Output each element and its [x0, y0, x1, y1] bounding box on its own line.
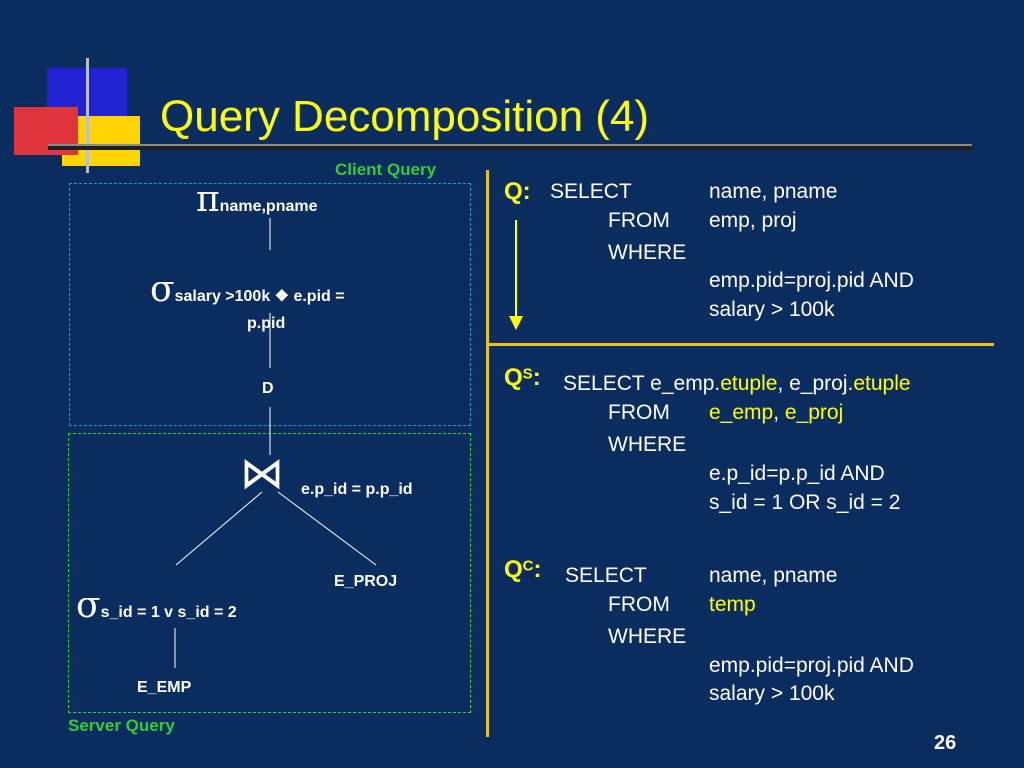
query-q-where-kw: WHERE	[608, 241, 687, 264]
query-qs-sup: S	[522, 365, 533, 383]
query-qs-where-val1: e.p_id=p.p_id AND	[709, 462, 885, 485]
e-emp-relation: E_EMP	[137, 679, 192, 696]
query-qc-select-val: name, pname	[709, 564, 838, 587]
query-qs-select-p3: , e_proj.	[777, 372, 854, 395]
query-q-where-val1: emp.pid=proj.pid AND	[709, 269, 914, 292]
query-qc-select-kw: SELECT	[565, 564, 647, 587]
query-q: Q: SELECT name, pname FROM emp, proj WHE…	[504, 178, 1004, 338]
query-q-where-val2: salary > 100k	[709, 298, 835, 321]
horizontal-divider	[488, 343, 994, 346]
edge-join-left	[175, 491, 263, 566]
logo-horizontal-line	[48, 146, 972, 150]
title-underline	[48, 144, 972, 146]
query-q-from-val: emp, proj	[709, 209, 797, 232]
client-query-label: Client Query	[335, 160, 437, 179]
query-qs-select-kw: SELECT	[563, 372, 645, 395]
query-qs-from: e_emp, e_proj	[709, 402, 843, 423]
join-icon: ⋈	[240, 448, 284, 499]
sigma-symbol-2: σ	[76, 585, 101, 626]
server-query-label: Server Query	[68, 716, 175, 735]
query-qs-from-p1: e_emp	[709, 401, 774, 424]
query-qs-select-p2: etuple	[720, 372, 778, 395]
edge-join-right	[277, 491, 377, 566]
selection-condition: salary >100k ❖ e.pid =	[174, 288, 345, 305]
query-q-from-kw: FROM	[608, 209, 670, 232]
query-qs-from-p2: ,	[773, 401, 785, 424]
selection-node-sid: σs_id = 1 v s_id = 2	[76, 588, 237, 624]
query-qs-from-kw: FROM	[608, 401, 670, 424]
slide-title: Query Decomposition (4)	[160, 92, 650, 141]
query-qs-colon: :	[532, 364, 541, 391]
query-qs-label: Q	[504, 364, 523, 391]
query-qc: QC: SELECT name, pname FROM temp WHERE e…	[504, 556, 1004, 716]
e-proj-relation: E_PROJ	[334, 573, 398, 590]
selection-node-salary: σsalary >100k ❖ e.pid =	[150, 272, 345, 308]
query-qs-where-kw: WHERE	[608, 433, 687, 456]
join-node: ⋈	[240, 452, 284, 496]
query-qc-from-kw: FROM	[608, 593, 670, 616]
selection-condition-cont: p.pid	[247, 315, 286, 332]
vertical-divider	[486, 170, 489, 737]
query-qs-select-p1: e_emp.	[650, 372, 721, 395]
query-qc-where-val1: emp.pid=proj.pid AND	[709, 654, 914, 677]
query-qs-select: SELECT e_emp.etuple, e_proj.etuple	[563, 373, 911, 394]
query-qs: QS: SELECT e_emp.etuple, e_proj.etuple F…	[504, 364, 1014, 524]
join-condition: e.p_id = p.p_id	[301, 481, 413, 498]
projection-attrs: name,pname	[219, 198, 318, 215]
pi-symbol: π	[196, 179, 220, 220]
page-number: 26	[934, 732, 957, 754]
query-qc-sup: C	[522, 557, 534, 575]
logo-vertical-line	[86, 58, 89, 173]
selection-condition-sid: s_id = 1 v s_id = 2	[100, 604, 237, 621]
query-qs-from-p3: e_proj	[784, 401, 844, 424]
query-qc-label: Q	[504, 556, 523, 583]
query-qc-colon: :	[533, 556, 542, 583]
query-qs-where-val2: s_id = 1 OR s_id = 2	[709, 491, 901, 514]
query-qc-from-val: temp	[709, 593, 756, 616]
down-arrow-icon	[509, 220, 523, 330]
query-qc-where-kw: WHERE	[608, 625, 687, 648]
projection-node: πname,pname	[196, 182, 317, 218]
query-q-select-kw: SELECT	[550, 180, 632, 203]
decrypt-node: D	[262, 380, 274, 397]
query-qc-where-val2: salary > 100k	[709, 682, 835, 705]
query-qs-select-p4: etuple	[853, 372, 911, 395]
query-q-select-val: name, pname	[709, 180, 838, 203]
sigma-symbol: σ	[150, 269, 175, 310]
query-q-label: Q:	[504, 178, 531, 205]
